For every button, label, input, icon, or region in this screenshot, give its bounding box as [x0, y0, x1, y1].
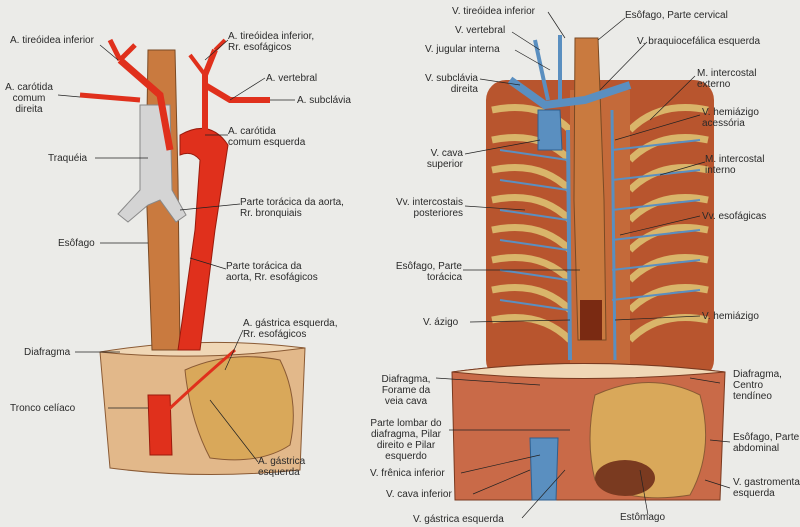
label-line: direita: [15, 104, 43, 115]
label-line: Parte torácica da aorta,: [240, 197, 344, 208]
label-m-intercostal-interno: M. intercostal interno: [705, 154, 764, 176]
label-aorta-rr-bronquiais: Parte torácica da aorta, Rr. bronquiais: [240, 197, 344, 219]
label-v-azigo: V. ázigo: [423, 317, 459, 328]
left-illustration: [79, 38, 306, 476]
label-diafragma-left: Diafragma: [24, 347, 71, 358]
label-v-cava-superior: V. cava superior: [395, 148, 463, 170]
label-line: Rr. bronquiais: [240, 208, 302, 219]
label-line: A. gástrica: [258, 456, 306, 467]
label-line: Diafragma,: [381, 374, 431, 385]
label-aorta-rr-esofagicos: Parte torácica da aorta, Rr. esofágicos: [226, 261, 318, 283]
label-a-vertebral: A. vertebral: [266, 73, 318, 84]
label-line: veia cava: [384, 396, 428, 407]
label-line: externo: [697, 79, 731, 90]
label-v-braquiocefalica-esquerda: V. braquiocefálica esquerda: [637, 36, 761, 47]
label-tronco-celiaco: Tronco celíaco: [10, 403, 76, 414]
right-illustration: [451, 35, 726, 501]
label-a-subclavia: A. subclávia: [297, 95, 351, 106]
label-v-frenica-inferior: V. frênica inferior: [370, 468, 445, 479]
left-celiac-trunk: [147, 394, 173, 456]
label-line: Rr. esofágicos: [228, 42, 292, 53]
label-line: A. carótida: [228, 126, 276, 137]
label-a-tireoidea-inferior: A. tireóidea inferior: [10, 35, 94, 46]
label-line: A. gástrica esquerda,: [243, 318, 338, 329]
label-v-vertebral: V. vertebral: [455, 25, 506, 36]
label-line: Esôfago, Parte: [733, 432, 800, 443]
label-line: Forame da: [381, 385, 431, 396]
label-traqueia: Traquéia: [48, 153, 88, 164]
label-diafragma-forame-veia-cava: Diafragma, Forame da veia cava: [377, 374, 435, 407]
label-parte-lombar-diafragma: Parte lombar do diafragma, Pilar direito…: [364, 418, 448, 462]
label-line: comum: [12, 93, 46, 104]
label-line: comum esquerda: [228, 137, 306, 148]
label-a-gastrica-esquerda: A. gástrica esquerda: [258, 456, 305, 478]
label-line: V. gastromental: [733, 477, 800, 488]
label-line: superior: [426, 159, 463, 170]
label-line: abdominal: [733, 443, 780, 454]
right-superior-vena-cava: [537, 109, 563, 151]
label-v-hemiazigo-acessoria: V. hemiázigo acessória: [702, 107, 759, 129]
label-line: direito e Pilar: [376, 440, 436, 451]
label-esofago-parte-cervical: Esôfago, Parte cervical: [625, 10, 728, 21]
label-line: torácica: [426, 272, 462, 283]
label-vv-intercostais-posteriores: Vv. intercostais posteriores: [375, 197, 463, 219]
label-line: esquerda: [733, 488, 775, 499]
label-line: A. tireóidea inferior,: [228, 31, 315, 42]
label-line: A. carótida: [5, 82, 53, 93]
right-ribs: [491, 104, 709, 343]
label-v-gastrica-esquerda: V. gástrica esquerda: [413, 514, 504, 525]
label-line: aorta, Rr. esofágicos: [226, 272, 318, 283]
label-line: Esôfago, Parte: [395, 261, 462, 272]
right-inferior-vena-cava: [529, 437, 559, 501]
left-aorta: [177, 127, 229, 351]
right-esophagus: [573, 37, 607, 341]
label-v-subclavia-direita: V. subclávia direita: [398, 73, 478, 95]
label-v-gastromental-esquerda: V. gastromental esquerda: [733, 477, 800, 499]
label-line: posteriores: [413, 208, 463, 219]
label-v-jugular-interna: V. jugular interna: [425, 44, 500, 55]
label-esofago: Esôfago: [58, 238, 95, 249]
label-line: V. hemiázigo: [702, 107, 759, 118]
leader-lines: [57, 11, 731, 519]
label-v-cava-inferior: V. cava inferior: [386, 489, 452, 500]
label-a-carotida-comum-esquerda: A. carótida comum esquerda: [228, 126, 305, 148]
label-vv-esofagicas: Vv. esofágicas: [702, 211, 767, 222]
label-line: esquerdo: [385, 451, 427, 462]
label-esofago-parte-abdominal: Esôfago, Parte abdominal: [733, 432, 799, 454]
label-diafragma-centro-tendineo: Diafragma, Centro tendíneo: [733, 369, 782, 402]
label-line: Rr. esofágicos: [243, 329, 307, 340]
label-line: direita: [450, 84, 478, 95]
label-line: Parte torácica da: [226, 261, 302, 272]
label-line: Centro: [733, 380, 764, 391]
label-line: Diafragma,: [733, 369, 782, 380]
label-line: esquerda: [258, 467, 300, 478]
label-esofago-parte-toracica: Esôfago, Parte torácica: [380, 261, 462, 283]
label-a-carotida-comum-direita: A. carótida comum direita: [2, 82, 56, 115]
label-estomago: Estômago: [620, 512, 666, 523]
label-line: interno: [705, 165, 736, 176]
label-line: V. cava: [430, 148, 463, 159]
label-line: acessória: [702, 118, 745, 129]
label-a-gastrica-esquerda-esofagicos: A. gástrica esquerda, Rr. esofágicos: [243, 318, 338, 340]
label-line: diafragma, Pilar: [370, 429, 442, 440]
label-line: M. intercostal: [705, 154, 765, 165]
label-line: Parte lombar do: [370, 418, 442, 429]
left-stomach: [184, 356, 294, 461]
label-m-intercostal-externo: M. intercostal externo: [697, 68, 756, 90]
label-line: V. subclávia: [425, 73, 478, 84]
label-v-hemiazigo: V. hemiázigo: [702, 311, 759, 322]
label-line: M. intercostal: [697, 68, 757, 79]
label-line: tendíneo: [733, 391, 772, 402]
label-line: Vv. intercostais: [395, 197, 463, 208]
label-v-tireoidea-inferior: V. tireóidea inferior: [452, 6, 536, 17]
label-a-tireoidea-inferior-esofagicos: A. tireóidea inferior, Rr. esofágicos: [228, 31, 314, 53]
